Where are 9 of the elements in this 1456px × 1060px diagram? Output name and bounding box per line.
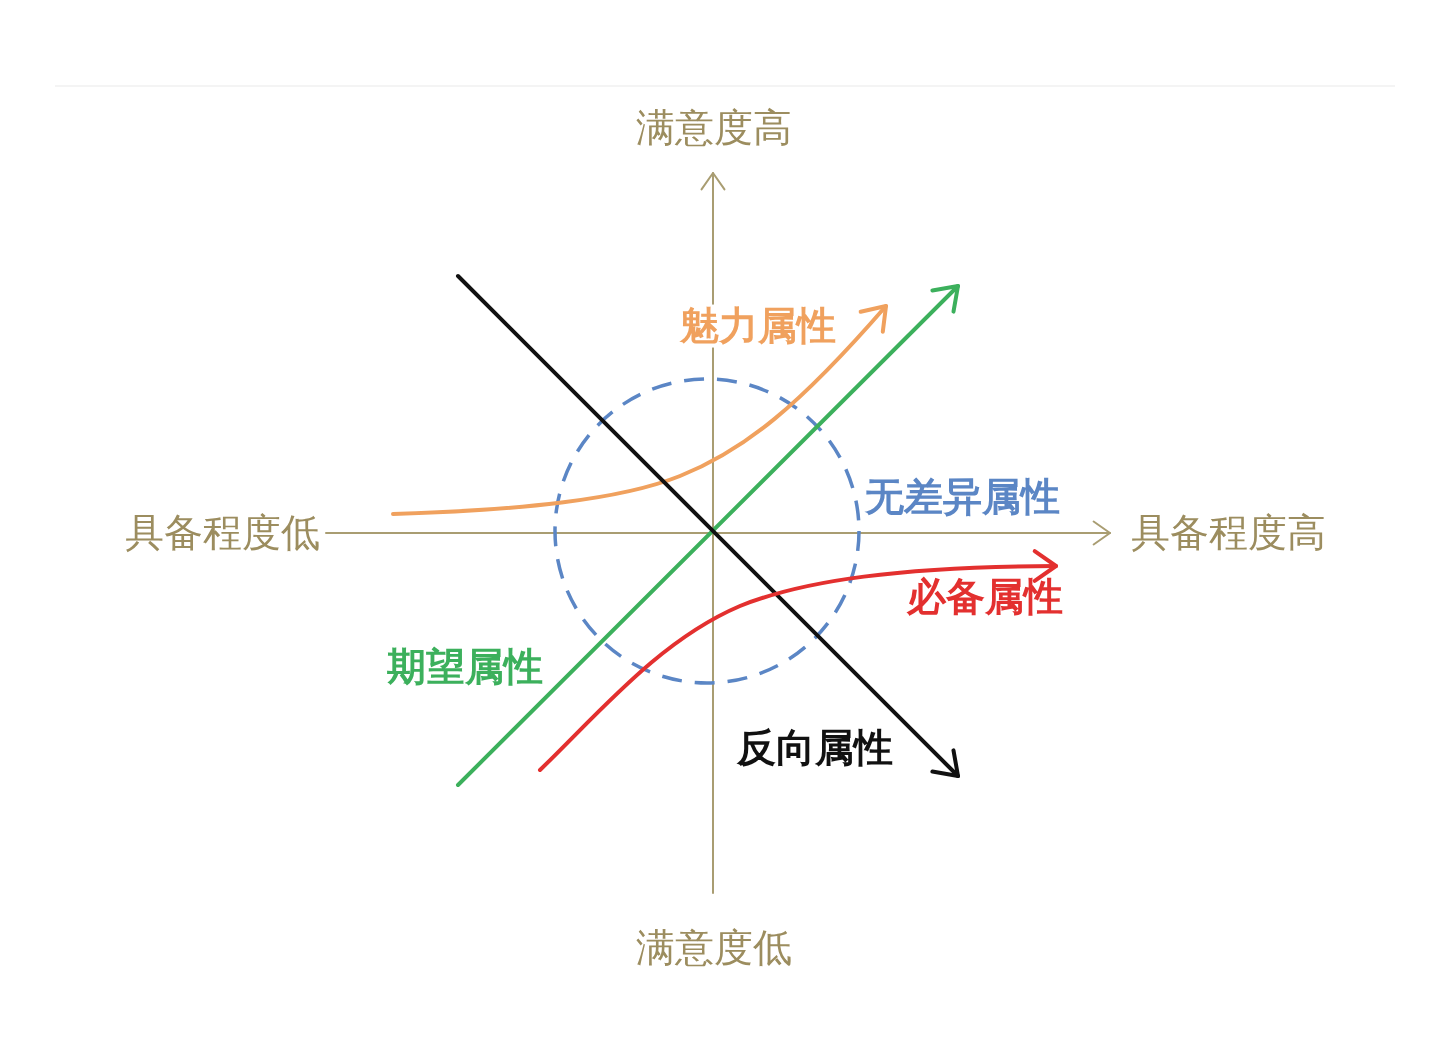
curve-label: 必备属性 bbox=[907, 575, 1063, 619]
curve-label: 反向属性 bbox=[737, 726, 893, 770]
axis-label: 满意度低 bbox=[636, 926, 792, 970]
axis-label: 满意度高 bbox=[636, 106, 792, 150]
axis-label: 具备程度高 bbox=[1130, 511, 1326, 555]
curve-label: 魅力属性 bbox=[680, 304, 836, 348]
axis-label: 具备程度低 bbox=[124, 511, 320, 555]
curve-label: 期望属性 bbox=[387, 645, 543, 689]
curve-label: 无差异属性 bbox=[864, 475, 1060, 519]
